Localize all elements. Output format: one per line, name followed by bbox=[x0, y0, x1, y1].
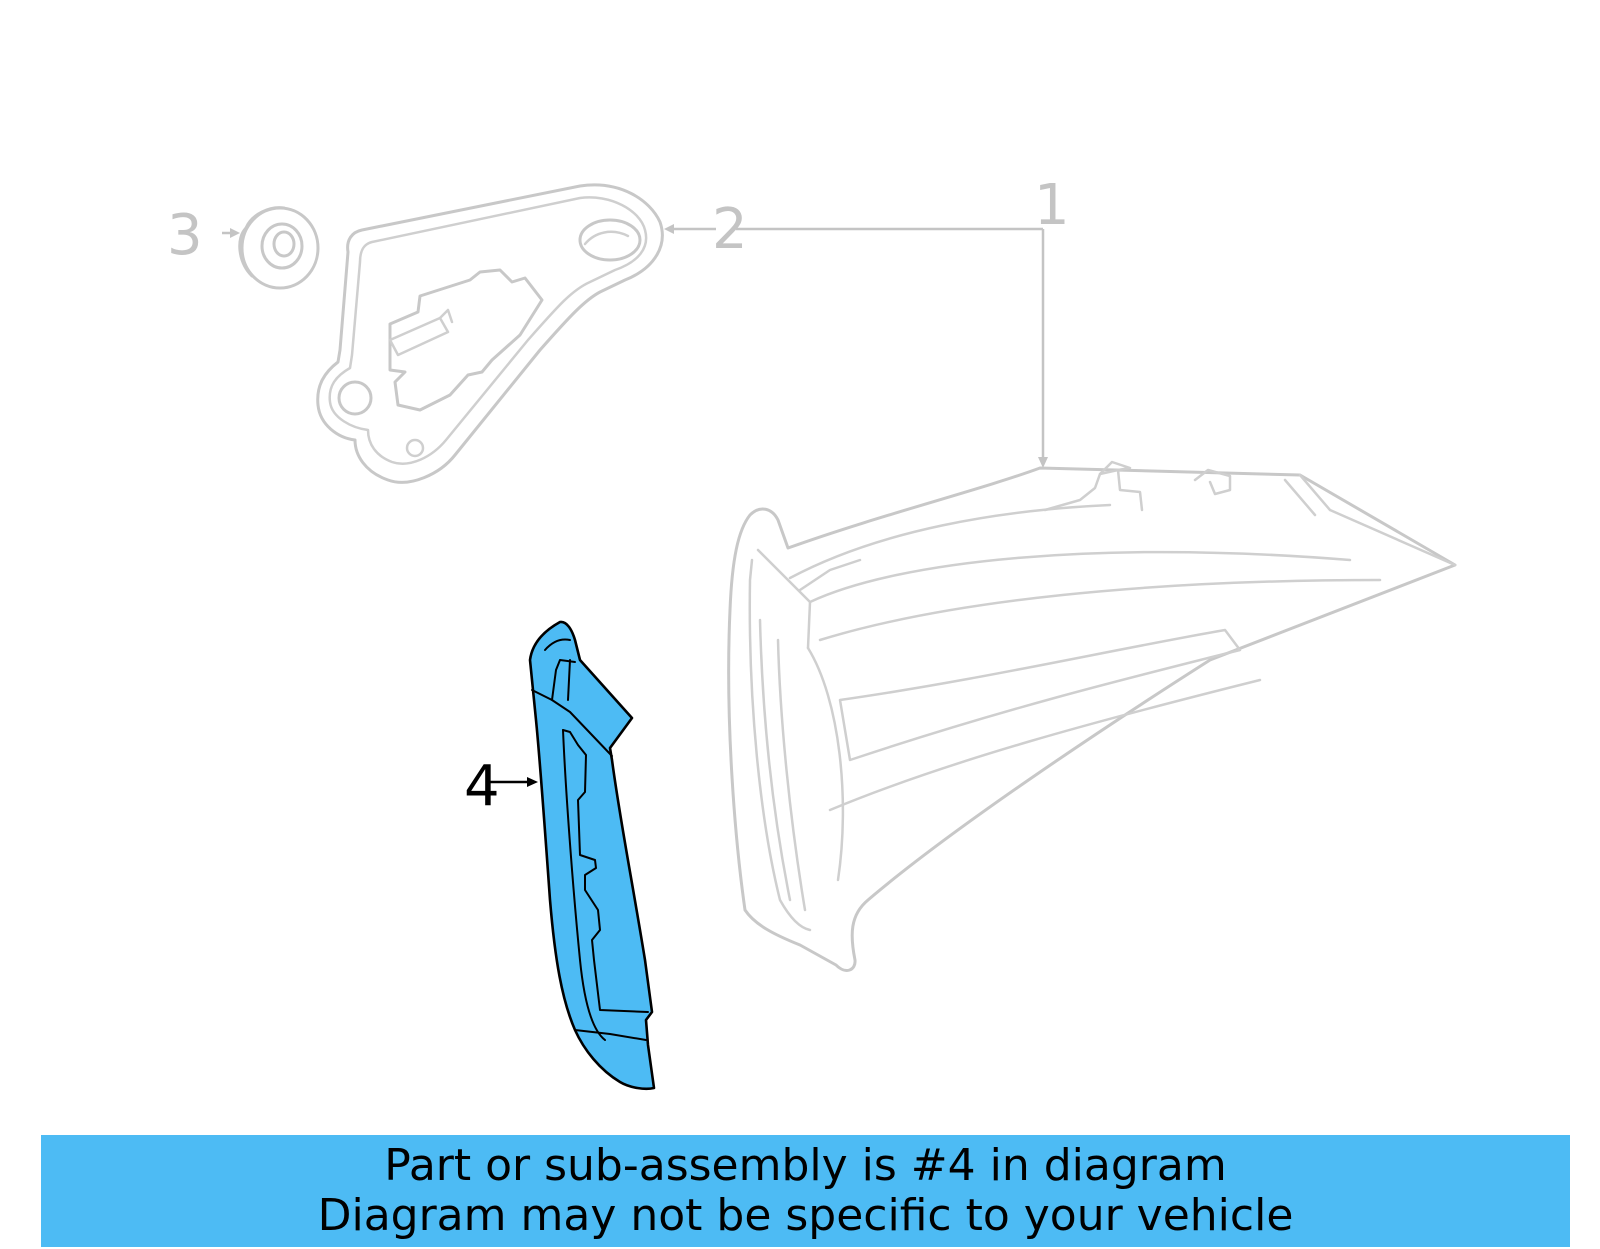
part-4-bracket bbox=[528, 620, 656, 1091]
banner-line-1: Part or sub-assembly is #4 in diagram bbox=[384, 1140, 1227, 1191]
part-2-gasket bbox=[316, 183, 664, 484]
banner-line-2: Diagram may not be specific to your vehi… bbox=[317, 1190, 1294, 1241]
callout-2: 2 bbox=[712, 197, 748, 262]
part-1-lamp-assembly bbox=[727, 460, 1457, 972]
info-banner: Part or sub-assembly is #4 in diagram Di… bbox=[41, 1135, 1570, 1247]
leader-line-part-4 bbox=[490, 777, 538, 787]
callout-3: 3 bbox=[167, 203, 203, 268]
part-3-grommet bbox=[238, 206, 320, 290]
leader-lines-faded bbox=[222, 224, 1048, 468]
callout-4: 4 bbox=[464, 754, 500, 819]
callout-1: 1 bbox=[1034, 173, 1070, 238]
